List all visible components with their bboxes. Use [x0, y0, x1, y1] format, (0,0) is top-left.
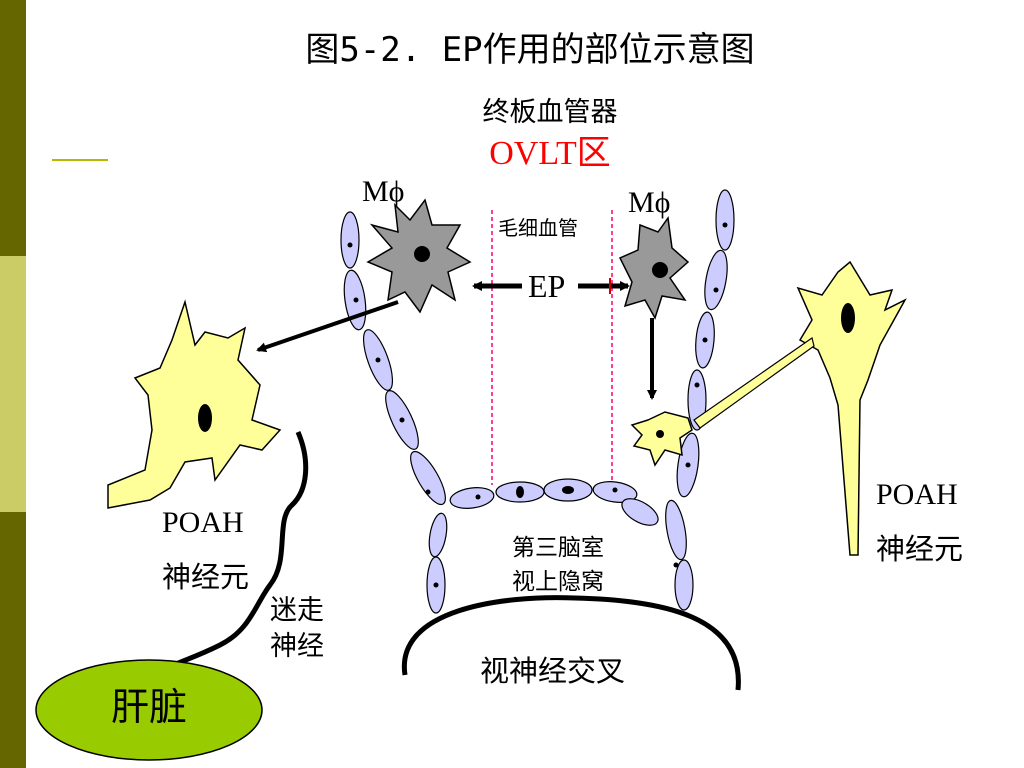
- third-ventricle-label-line2: 视上隐窝: [512, 569, 604, 595]
- capillary-label: 毛细血管: [498, 216, 578, 240]
- liver-shape: [35, 659, 263, 761]
- macrophage-left-label: Mϕ: [362, 175, 405, 208]
- poah-left-label: POAH: [162, 506, 244, 539]
- accent-line: [52, 159, 108, 161]
- neuron-left-label: 神经元: [162, 560, 250, 594]
- neuron-right-label: 神经元: [876, 532, 964, 566]
- endothelial-nuclei-right: [673, 222, 728, 568]
- endothelial-nuclei-left: [347, 242, 439, 588]
- ovlt-subtitle: 终板血管器: [482, 97, 618, 128]
- endothelial-cells-left: [340, 211, 448, 614]
- small-neuron-right: [630, 411, 693, 467]
- sidebar-band-middle: [0, 256, 26, 512]
- endothelial-nuclei-bottom: [475, 486, 618, 500]
- sidebar-band-top: [0, 0, 26, 256]
- optic-chiasm-outline: [401, 595, 741, 691]
- ep-label: EP: [528, 268, 566, 304]
- slide-sidebar: [0, 0, 26, 768]
- vagus-label-line2: 神经: [270, 631, 324, 662]
- vagus-label-line1: 迷走: [270, 595, 324, 626]
- vagus-nerve-line: [174, 431, 309, 667]
- axon-right: [693, 337, 815, 429]
- poah-right-label: POAH: [876, 478, 958, 511]
- macrophage-right-label: Mϕ: [628, 186, 671, 219]
- poah-neuron-left: [107, 299, 282, 509]
- optic-chiasm-label: 视神经交叉: [480, 654, 626, 688]
- poah-neuron-right: [796, 260, 907, 556]
- page-title: 图5-2. EP作用的部位示意图: [305, 30, 755, 70]
- endothelial-cells-bottom: [449, 478, 659, 526]
- liver-label: 肝脏: [110, 685, 187, 729]
- ovlt-label: OVLT区: [489, 135, 611, 172]
- third-ventricle-label-line1: 第三脑室: [512, 535, 604, 561]
- arrow-to-left-neuron: [256, 300, 399, 353]
- sidebar-band-bottom: [0, 512, 26, 768]
